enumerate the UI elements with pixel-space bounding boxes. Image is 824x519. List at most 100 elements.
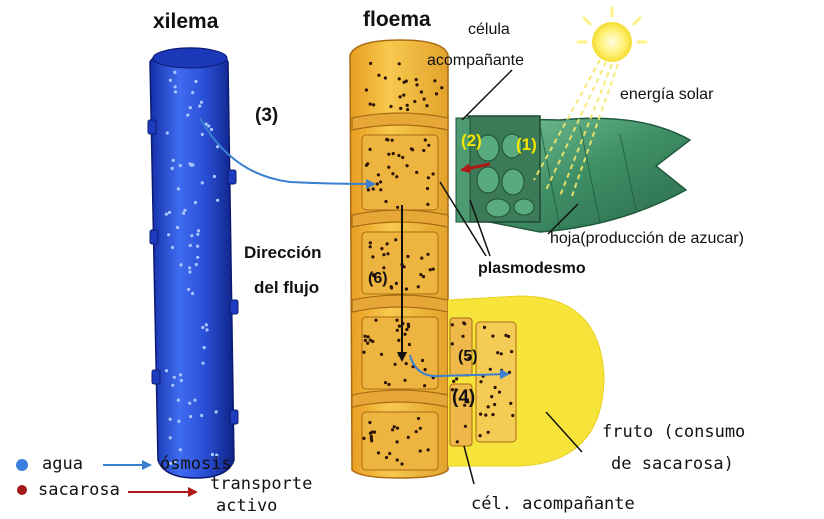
sucrose-dot [496, 351, 499, 354]
sucrose-dot [489, 368, 492, 371]
sucrose-dot [498, 391, 501, 394]
sucrose-dot [369, 241, 372, 244]
leaf [456, 116, 690, 232]
xylem-pit [167, 233, 170, 236]
sucrose-dot [385, 456, 388, 459]
sucrose-dot [398, 62, 401, 65]
legend-sucrose-label: sacarosa [38, 480, 120, 500]
sucrose-dot [415, 78, 418, 81]
sucrose-dot [452, 380, 455, 383]
xylem-pit [171, 246, 174, 249]
xylem-pit [169, 418, 172, 421]
sucrose-dot [387, 153, 390, 156]
sucrose-dot [406, 108, 409, 111]
sucrose-dot [429, 268, 432, 271]
xylem-pit [215, 410, 218, 413]
sucrose-dot [413, 100, 416, 103]
xylem-pit [177, 187, 180, 190]
sucrose-dot [399, 95, 402, 98]
sucrose-dot [371, 255, 374, 258]
sucrose-dot [406, 164, 409, 167]
xylem-pit [172, 159, 175, 162]
xylem-pit [191, 91, 194, 94]
solar-energy-label: energía solar [620, 86, 713, 104]
sucrose-dot [419, 449, 422, 452]
xylem-pit [196, 256, 199, 259]
legend-active-transport-label-1: transporte [210, 474, 312, 494]
sucrose-dot [423, 384, 426, 387]
xylem-tube [148, 48, 238, 478]
sucrose-dot [425, 104, 428, 107]
xylem-pit [188, 402, 191, 405]
sucrose-dot [507, 335, 510, 338]
sucrose-dot [407, 323, 410, 326]
sucrose-dot [387, 383, 390, 386]
sucrose-dot [426, 187, 429, 190]
sucrose-dot [419, 427, 422, 430]
xylem-pit [186, 114, 189, 117]
xylem-pit [189, 244, 192, 247]
xylem-pit [176, 226, 179, 229]
xylem-pit [169, 79, 172, 82]
xylem-pit [189, 106, 192, 109]
xylem-pit [174, 85, 177, 88]
sucrose-dot [508, 371, 511, 374]
xylem-pit [179, 448, 182, 451]
xylem-pit [194, 80, 197, 83]
sucrose-dot [407, 436, 410, 439]
sucrose-dot [484, 414, 487, 417]
sucrose-dot [487, 405, 490, 408]
xylem-pit [201, 326, 204, 329]
xylem-pit [179, 373, 182, 376]
xylem-pit [173, 71, 176, 74]
fruit [448, 296, 604, 466]
xylem-pit [182, 212, 185, 215]
xylem-pit [201, 362, 204, 365]
sucrose-dot [511, 414, 514, 417]
legend-active-transport-label-2: activo [216, 496, 277, 516]
sucrose-dot [391, 428, 394, 431]
phloem-tube [350, 40, 448, 478]
sucrose-dot [403, 333, 406, 336]
sucrose-dot [369, 62, 372, 65]
xylem-pit [165, 213, 168, 216]
sucrose-dot [401, 156, 404, 159]
xylem-pit [171, 167, 174, 170]
xylem-pit [201, 133, 204, 136]
xylem-pit [166, 131, 169, 134]
xylem-pit [180, 263, 183, 266]
sucrose-dot [494, 386, 497, 389]
sucrose-dot [384, 381, 387, 384]
sucrose-dot [402, 94, 405, 97]
sucrose-dot [403, 379, 406, 382]
sucrose-dot [380, 247, 383, 250]
sucrose-dot [420, 257, 423, 260]
sucrose-dot [491, 413, 494, 416]
sucrose-dot [377, 173, 380, 176]
sucrose-dot [380, 353, 383, 356]
sucrose-dot [421, 359, 424, 362]
sucrose-dot [427, 144, 430, 147]
sucrose-dot [396, 427, 399, 430]
sucrose-dot [510, 350, 513, 353]
sucrose-dot [427, 176, 430, 179]
sucrose-dot [369, 148, 372, 151]
sucrose-dot [368, 421, 371, 424]
sucrose-dot [493, 403, 496, 406]
sucrose-dot [426, 203, 429, 206]
xylem-pit [174, 90, 177, 93]
sucrose-dot [420, 90, 423, 93]
sucrose-dot [500, 352, 503, 355]
sucrose-dot [398, 77, 401, 80]
sucrose-dot [391, 139, 394, 142]
sucrose-dot [491, 335, 494, 338]
xylem-pit [194, 201, 197, 204]
xylem-pit [169, 436, 172, 439]
xylem-pit [173, 376, 176, 379]
sucrose-dot [451, 323, 454, 326]
sucrose-dot [415, 430, 418, 433]
sucrose-dot [406, 104, 409, 107]
sucrose-dot [396, 329, 399, 332]
sucrose-dot [461, 335, 464, 338]
phloem-label: floema [363, 8, 431, 32]
